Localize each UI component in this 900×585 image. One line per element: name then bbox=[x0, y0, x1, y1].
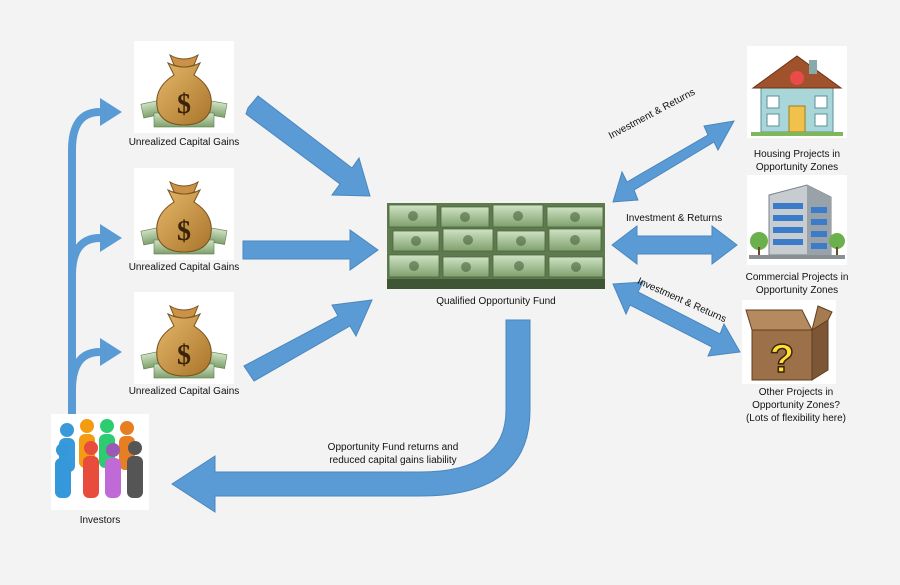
svg-text:$: $ bbox=[177, 89, 191, 120]
investor-arrowheads bbox=[100, 98, 122, 366]
svg-text:?: ? bbox=[770, 337, 794, 381]
question-box-icon: ? bbox=[745, 305, 833, 382]
other-label-line3: (Lots of flexibility here) bbox=[745, 413, 847, 424]
commercial-double-arrow bbox=[611, 224, 738, 266]
other-label: Other Projects in Opportunity Zones? (Lo… bbox=[730, 386, 862, 425]
gains-card-1: $ bbox=[134, 41, 234, 133]
cash-stacks-icon bbox=[387, 203, 605, 289]
commercial-label-line1: Commercial Projects in bbox=[745, 272, 849, 283]
commercial-edge-label: Investment & Returns bbox=[626, 213, 723, 224]
investors-card bbox=[51, 414, 149, 510]
other-label-line2: Opportunity Zones? bbox=[752, 400, 840, 411]
gains-to-fund-arrows bbox=[242, 95, 379, 382]
investors-label: Investors bbox=[79, 515, 121, 526]
svg-text:$: $ bbox=[177, 216, 191, 247]
housing-double-arrow bbox=[612, 120, 735, 203]
svg-text:$: $ bbox=[177, 340, 191, 371]
gains-top-arrow bbox=[245, 95, 371, 197]
gains-label-3: Unrealized Capital Gains bbox=[128, 386, 240, 397]
other-label-line1: Other Projects in bbox=[758, 387, 834, 398]
commercial-card bbox=[747, 175, 847, 265]
housing-card bbox=[747, 46, 847, 138]
fund-label: Qualified Opportunity Fund bbox=[436, 296, 556, 307]
people-group-icon bbox=[55, 419, 143, 498]
gains-card-2: $ bbox=[134, 168, 234, 260]
fund-card bbox=[387, 203, 605, 289]
return-label-line1: Opportunity Fund returns and bbox=[327, 442, 459, 453]
money-bag-icon: $ bbox=[140, 53, 228, 128]
money-bag-icon: $ bbox=[140, 180, 228, 255]
housing-label-line1: Housing Projects in bbox=[753, 149, 841, 160]
return-edge-label: Opportunity Fund returns and reduced cap… bbox=[318, 441, 468, 467]
gains-middle-arrow bbox=[242, 229, 379, 271]
investor-to-gains-arrows bbox=[68, 108, 101, 415]
return-arrow bbox=[171, 319, 531, 513]
gains-label-2: Unrealized Capital Gains bbox=[128, 262, 240, 273]
commercial-label: Commercial Projects in Opportunity Zones bbox=[729, 271, 865, 297]
return-label-line2: reduced capital gains liability bbox=[329, 455, 457, 466]
money-bag-icon: $ bbox=[140, 304, 228, 379]
fund-project-arrows bbox=[611, 120, 741, 357]
house-icon bbox=[751, 55, 843, 136]
other-double-arrow bbox=[612, 281, 741, 357]
commercial-label-line2: Opportunity Zones bbox=[755, 285, 839, 296]
gains-label-1: Unrealized Capital Gains bbox=[128, 137, 240, 148]
housing-label: Housing Projects in Opportunity Zones bbox=[735, 148, 859, 174]
gains-bottom-arrow bbox=[243, 299, 373, 382]
other-card: ? bbox=[742, 300, 836, 384]
gains-card-3: $ bbox=[134, 292, 234, 384]
housing-label-line2: Opportunity Zones bbox=[755, 162, 839, 173]
office-building-icon bbox=[749, 184, 845, 259]
